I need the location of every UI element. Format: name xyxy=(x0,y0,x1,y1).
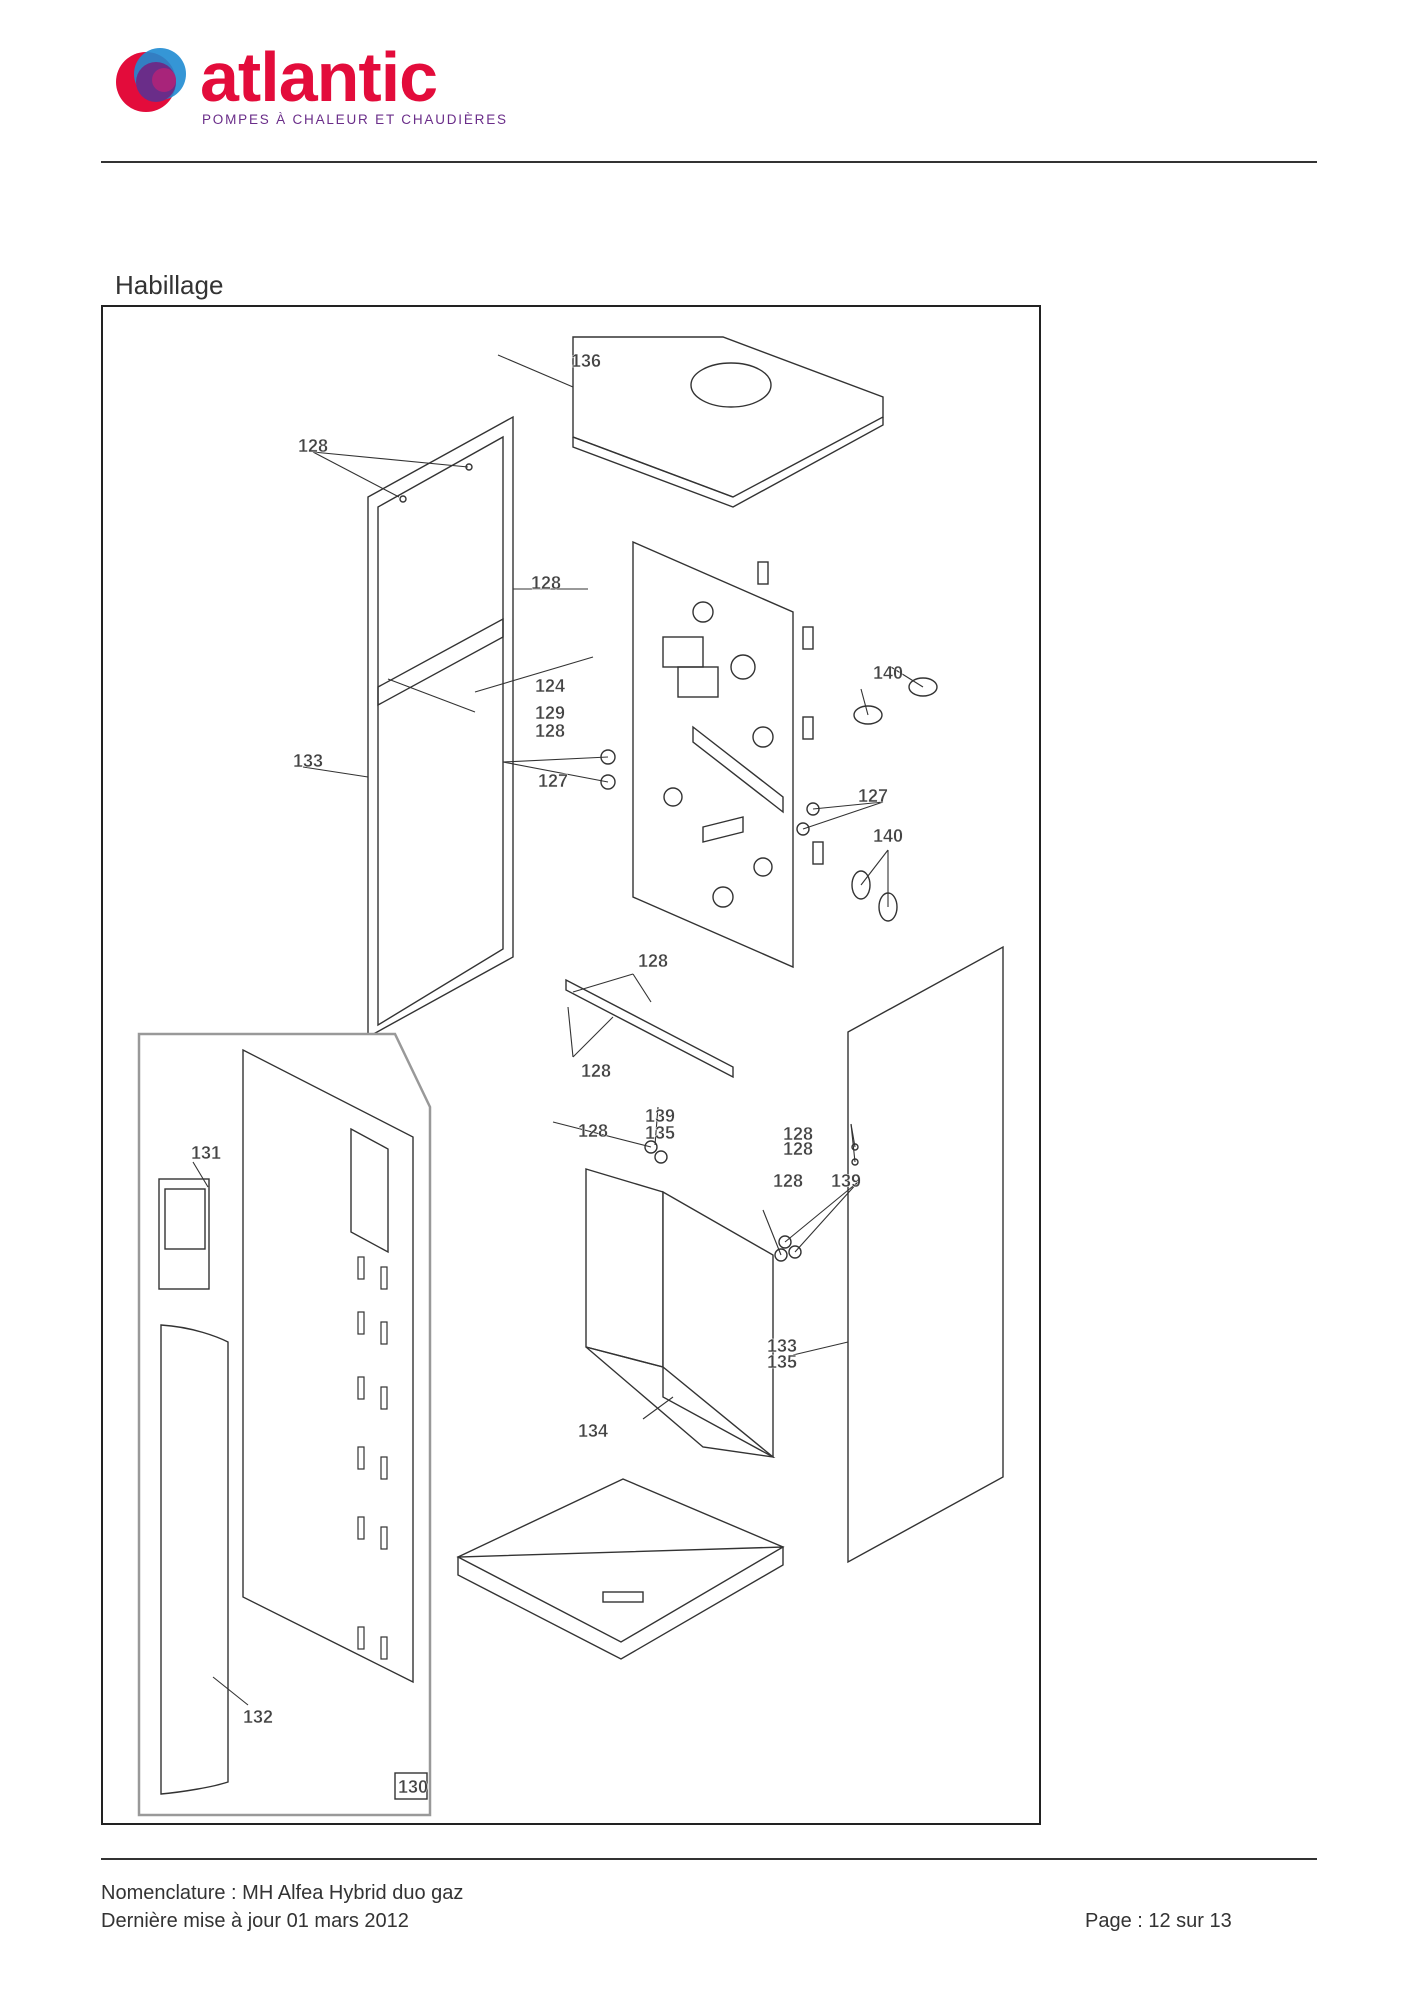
logo-tagline: POMPES À CHALEUR ET CHAUDIÈRES xyxy=(202,112,508,127)
callout-139-lower: 139 xyxy=(831,1171,861,1191)
callout-127-right: 127 xyxy=(858,786,888,806)
left-side-panel-part xyxy=(367,415,514,1039)
callout-128-mid: 128 xyxy=(773,1171,803,1191)
callout-134: 134 xyxy=(578,1421,608,1441)
callout-128-side: 128 xyxy=(535,721,565,741)
footer-document-name: Nomenclature : MH Alfea Hybrid duo gaz xyxy=(101,1882,464,1904)
logo-wordmark: atlantic xyxy=(200,38,438,116)
callout-139-upper: 139 xyxy=(645,1106,675,1126)
callout-128-bar-top: 128 xyxy=(638,951,668,971)
callout-128-right-a: 128 xyxy=(783,1124,813,1144)
callout-128-bar-bottom: 128 xyxy=(581,1061,611,1081)
callout-133-right: 133 xyxy=(767,1336,797,1356)
callout-129: 129 xyxy=(535,703,565,723)
callout-128-right-b: 128 xyxy=(783,1139,813,1159)
rear-panel-part xyxy=(632,540,794,969)
header-rule xyxy=(101,161,1317,163)
callout-135-upper: 135 xyxy=(645,1123,675,1143)
base-tray-part xyxy=(456,1478,785,1643)
top-cover-part xyxy=(572,336,884,498)
front-strip-part xyxy=(160,1324,229,1795)
callout-135-right: 135 xyxy=(767,1352,797,1372)
callout-128-bracket: 128 xyxy=(578,1121,608,1141)
footer-page-number: Page : 12 sur 13 xyxy=(1085,1910,1232,1932)
display-bezel-part xyxy=(158,1178,210,1290)
callout-136: 136 xyxy=(571,351,601,371)
callout-140-upper: 140 xyxy=(873,663,903,683)
right-side-panel-part xyxy=(847,945,1004,1564)
callout-124: 124 xyxy=(535,676,565,696)
cross-bar-part xyxy=(565,978,734,1079)
exploded-view-figure: 136 128 128 124 129 128 127 133 140 127 … xyxy=(101,305,1041,1825)
front-door-panel-part xyxy=(242,1048,414,1684)
footer-update-date: Dernière mise à jour 01 mars 2012 xyxy=(101,1910,409,1932)
callout-133-left: 133 xyxy=(293,751,323,771)
callout-140-lower: 140 xyxy=(873,826,903,846)
callout-128-rear: 128 xyxy=(531,573,561,593)
front-bracket-part xyxy=(585,1168,664,1368)
atlantic-logo-mark xyxy=(116,48,186,112)
callout-127-left: 127 xyxy=(538,771,568,791)
callout-130: 130 xyxy=(398,1777,428,1797)
callout-132: 132 xyxy=(243,1707,273,1727)
brand-logo: atlantic POMPES À CHALEUR ET CHAUDIÈRES xyxy=(112,38,506,128)
section-title: Habillage xyxy=(115,270,224,300)
footer-rule xyxy=(101,1858,1317,1860)
callout-131: 131 xyxy=(191,1143,221,1163)
exploded-view-drawing: 136 128 128 124 129 128 127 133 140 127 … xyxy=(137,336,1004,1817)
callout-130-box xyxy=(394,1772,428,1800)
callout-128-top: 128 xyxy=(298,436,328,456)
